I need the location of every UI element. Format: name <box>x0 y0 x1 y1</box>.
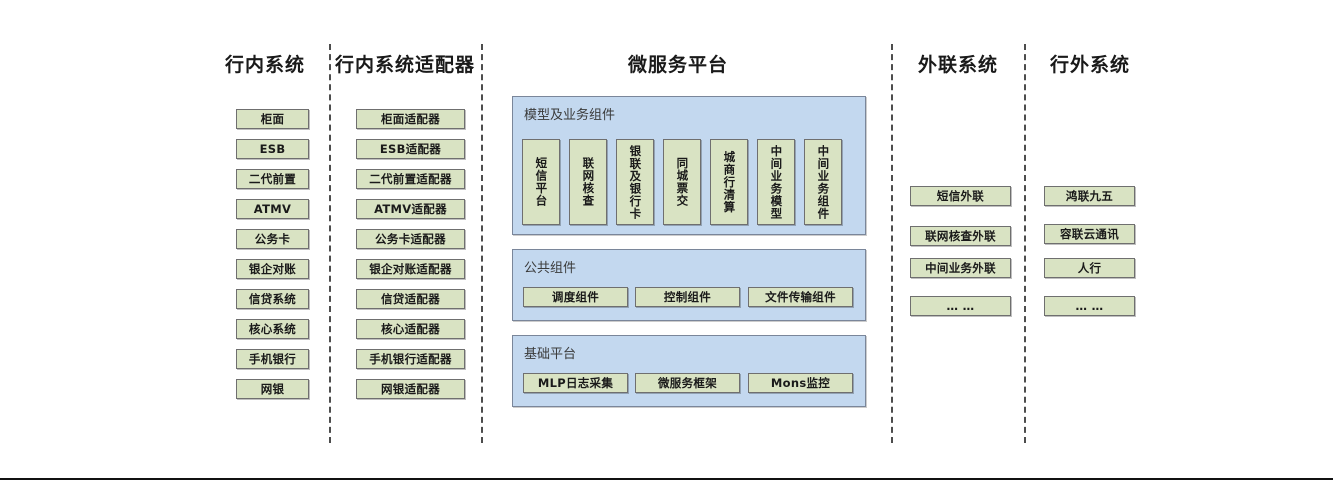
node-model-3[interactable]: 同城票交 <box>663 139 701 225</box>
column-title-internal: 行内系统 <box>224 54 305 76</box>
node-internal-adapter-6[interactable]: 信贷适配器 <box>356 289 465 309</box>
divider-4 <box>1024 44 1026 443</box>
node-internal-4[interactable]: 公务卡 <box>236 229 309 249</box>
node-internal-8[interactable]: 手机银行 <box>236 349 309 369</box>
column-title-outside: 行外系统 <box>1049 54 1130 76</box>
node-base-0[interactable]: MLP日志采集 <box>523 373 628 393</box>
panel-label-base-platform: 基础平台 <box>524 347 577 362</box>
node-internal-2[interactable]: 二代前置 <box>236 169 309 189</box>
divider-2 <box>481 44 483 443</box>
panel-label-public-components: 公共组件 <box>524 261 577 276</box>
node-external-link-2[interactable]: 中间业务外联 <box>910 258 1011 278</box>
node-model-6[interactable]: 中间业务组件 <box>804 139 842 225</box>
node-model-5[interactable]: 中间业务模型 <box>757 139 795 225</box>
node-external-link-1[interactable]: 联网核查外联 <box>910 226 1011 246</box>
node-external-link-3[interactable]: … … <box>910 296 1011 316</box>
node-internal-adapter-8[interactable]: 手机银行适配器 <box>356 349 465 369</box>
node-public-2[interactable]: 文件传输组件 <box>748 287 853 307</box>
divider-3 <box>891 44 893 443</box>
node-outside-3[interactable]: … … <box>1044 296 1135 316</box>
node-outside-2[interactable]: 人行 <box>1044 258 1135 278</box>
node-base-1[interactable]: 微服务框架 <box>635 373 740 393</box>
bottom-divider <box>0 478 1333 480</box>
node-internal-7[interactable]: 核心系统 <box>236 319 309 339</box>
node-internal-3[interactable]: ATMV <box>236 199 309 219</box>
node-internal-5[interactable]: 银企对账 <box>236 259 309 279</box>
node-internal-adapter-5[interactable]: 银企对账适配器 <box>356 259 465 279</box>
node-outside-1[interactable]: 容联云通讯 <box>1044 224 1135 244</box>
node-model-1[interactable]: 联网核查 <box>569 139 607 225</box>
node-internal-adapter-2[interactable]: 二代前置适配器 <box>356 169 465 189</box>
node-base-2[interactable]: Mons监控 <box>748 373 853 393</box>
divider-1 <box>329 44 331 443</box>
node-model-4[interactable]: 城商行清算 <box>710 139 748 225</box>
column-title-external-link: 外联系统 <box>917 54 998 76</box>
panel-public-components <box>512 249 866 321</box>
node-model-2[interactable]: 银联及银行卡 <box>616 139 654 225</box>
node-internal-6[interactable]: 信贷系统 <box>236 289 309 309</box>
node-model-0[interactable]: 短信平台 <box>522 139 560 225</box>
node-internal-adapter-9[interactable]: 网银适配器 <box>356 379 465 399</box>
panel-base-platform <box>512 335 866 407</box>
node-internal-1[interactable]: ESB <box>236 139 309 159</box>
column-title-internal-adapter: 行内系统适配器 <box>334 54 475 76</box>
column-title-platform: 微服务平台 <box>627 54 728 76</box>
node-public-1[interactable]: 控制组件 <box>635 287 740 307</box>
node-internal-adapter-1[interactable]: ESB适配器 <box>356 139 465 159</box>
node-public-0[interactable]: 调度组件 <box>523 287 628 307</box>
node-internal-0[interactable]: 柜面 <box>236 109 309 129</box>
node-internal-adapter-7[interactable]: 核心适配器 <box>356 319 465 339</box>
node-outside-0[interactable]: 鸿联九五 <box>1044 186 1135 206</box>
panel-label-model-business-components: 模型及业务组件 <box>524 108 616 123</box>
node-internal-adapter-0[interactable]: 柜面适配器 <box>356 109 465 129</box>
node-external-link-0[interactable]: 短信外联 <box>910 186 1011 206</box>
node-internal-adapter-4[interactable]: 公务卡适配器 <box>356 229 465 249</box>
node-internal-9[interactable]: 网银 <box>236 379 309 399</box>
node-internal-adapter-3[interactable]: ATMV适配器 <box>356 199 465 219</box>
